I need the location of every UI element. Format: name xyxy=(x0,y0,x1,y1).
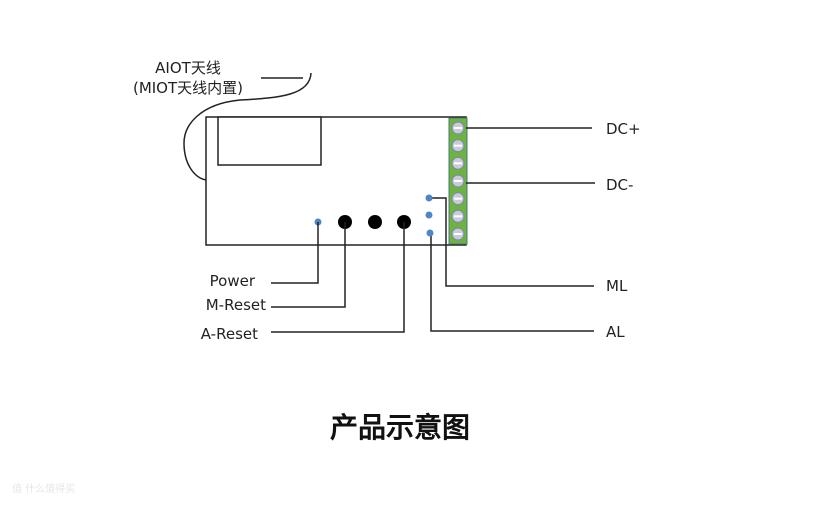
power-label: Power xyxy=(210,272,256,290)
diagram-title: 产品示意图 xyxy=(330,411,470,444)
m-reset-label: M-Reset xyxy=(206,296,266,314)
antenna-area xyxy=(217,116,322,166)
ml-line xyxy=(429,197,594,287)
a-reset-line xyxy=(271,222,405,333)
antenna-sublabel: (MIOT天线内置) xyxy=(133,79,243,97)
dc-minus-label: DC- xyxy=(606,176,633,194)
ml-led xyxy=(425,194,433,202)
watermark: 值 什么值得买 xyxy=(12,484,76,495)
antenna-label: AIOT天线 xyxy=(155,59,221,77)
al-line xyxy=(430,232,594,332)
a-reset-label: A-Reset xyxy=(201,325,258,343)
al-led xyxy=(426,229,434,237)
terminal-screws xyxy=(451,121,465,241)
m-reset-line xyxy=(271,222,346,308)
ml-label: ML xyxy=(606,277,628,295)
power-line xyxy=(271,222,319,284)
middle-button xyxy=(368,215,382,229)
al-label: AL xyxy=(606,323,625,341)
antenna-wire xyxy=(183,72,312,181)
dc-plus-label: DC+ xyxy=(606,120,641,138)
middle-led xyxy=(425,211,433,219)
